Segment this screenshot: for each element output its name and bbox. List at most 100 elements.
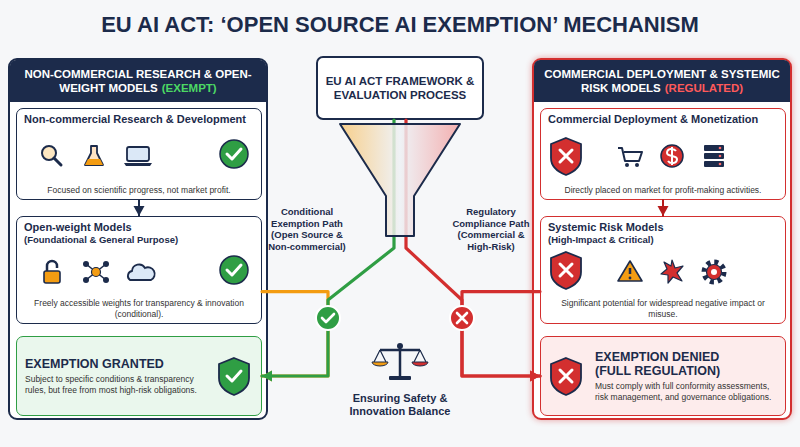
box-subtitle: (High-Impact & Critical)	[548, 234, 778, 246]
check-badge	[220, 140, 248, 168]
diagram-title: EU AI ACT: ‘OPEN SOURCE AI EXEMPTION’ ME…	[0, 12, 800, 38]
outcome-caption: Subject to specific conditions & transpa…	[25, 374, 207, 395]
path-reject-badge	[450, 306, 474, 330]
magnifier-icon	[54, 158, 61, 165]
cart-icon	[618, 148, 642, 161]
box-title: Non-commercial Research & Development	[24, 113, 254, 126]
outcome-caption: Must comply with full conformity assessm…	[595, 381, 777, 402]
network-icon	[83, 261, 109, 283]
connector	[658, 200, 669, 216]
path-check-badge	[316, 306, 340, 330]
arrow-head	[530, 371, 540, 382]
connector-line	[262, 292, 328, 376]
reject-shield	[560, 264, 572, 276]
outcome-box: EXEMPTION GRANTED Subject to specific con…	[16, 336, 262, 416]
arrow-head	[134, 206, 145, 216]
check-shield	[227, 371, 241, 381]
process-title: EU AI ACT FRAMEWORK & EVALUATION PROCESS	[324, 74, 476, 102]
server-icon	[704, 161, 724, 167]
server-icon	[719, 147, 722, 150]
criteria-box: Non-commercial Research & DevelopmentFoc…	[16, 108, 262, 200]
flask-icon	[85, 146, 103, 165]
balance-scale-icon	[389, 376, 411, 380]
dollar-icon	[661, 145, 683, 167]
check-badge	[220, 140, 248, 168]
reject-shield	[551, 358, 581, 395]
panel-header: COMMERCIAL DEPLOYMENT & SYSTEMIC RISK MO…	[534, 60, 790, 102]
box-title: Open-weight Models	[24, 221, 254, 234]
reject-shield	[560, 150, 572, 162]
connector-line	[406, 120, 540, 376]
outcome-box: EXEMPTION DENIED(FULL REGULATION) Must co…	[540, 336, 786, 416]
check-badge	[227, 265, 241, 275]
server-icon	[719, 155, 722, 158]
dollar-icon	[667, 147, 677, 165]
evaluation-funnel	[340, 124, 460, 236]
connector	[262, 120, 394, 382]
connector-line	[462, 292, 540, 376]
path-reject-badge	[457, 313, 467, 323]
lock-icon	[44, 261, 60, 283]
connector	[462, 292, 540, 382]
balance-scale-icon	[397, 343, 403, 349]
network-icon	[86, 264, 106, 280]
gear-icon	[707, 265, 722, 280]
balance-scale-icon	[372, 362, 388, 366]
magnifier-icon	[42, 146, 56, 160]
balance-scale-icon	[372, 343, 428, 380]
criteria-box: Open-weight Models(Foundational & Genera…	[16, 216, 262, 324]
path-label: Conditional Exemption Path (Open Source …	[264, 206, 350, 252]
path-label: Regulatory Compliance Path (Commercial &…	[448, 206, 534, 252]
cart-icon	[635, 163, 639, 167]
outcome-title: EXEMPTION GRANTED	[25, 357, 207, 371]
reject-shield	[551, 138, 581, 175]
path-reject-badge	[450, 306, 474, 330]
flask-icon	[85, 159, 103, 165]
warning-icon	[629, 268, 632, 274]
check-shield	[219, 358, 249, 395]
box-title: Systemic Risk Models	[548, 221, 778, 234]
balance-scale-icon	[374, 350, 426, 362]
balance-note: Ensuring Safety & Innovation Balance	[336, 392, 464, 418]
process-text: EU AI ACT FRAMEWORK & EVALUATION PROCESS	[324, 74, 476, 102]
balance-scale-icon	[380, 349, 420, 352]
criteria-box: Commercial Deployment & MonetizationDire…	[540, 108, 786, 200]
reject-shield	[551, 252, 581, 289]
check-badge	[227, 149, 241, 159]
server-icon	[719, 163, 722, 166]
server-icon	[704, 145, 724, 167]
network-icon	[83, 277, 89, 283]
warning-icon	[618, 261, 642, 281]
arrow-head	[262, 371, 272, 382]
balance-scale-icon	[412, 362, 428, 366]
evaluation-funnel	[340, 124, 460, 236]
lock-icon	[44, 271, 60, 283]
arrow-head	[530, 371, 540, 382]
network-icon	[92, 268, 101, 277]
box-caption: Significant potential for widespread neg…	[548, 298, 778, 319]
category-panel: COMMERCIAL DEPLOYMENT & SYSTEMIC RISK MO…	[532, 58, 792, 420]
gear-icon	[711, 269, 717, 275]
panel-heading: NON-COMMERCIAL RESEARCH & OPEN-WEIGHT MO…	[24, 68, 251, 94]
lock-icon	[47, 261, 57, 271]
outcome-title: EXEMPTION DENIED	[595, 350, 777, 364]
cloud-icon	[128, 265, 155, 280]
connector	[262, 292, 328, 382]
gear-icon	[704, 262, 724, 282]
gear-icon	[704, 262, 724, 282]
dollar-icon	[661, 145, 683, 167]
status-tag: (EXEMPT)	[162, 81, 217, 95]
box-subtitle: (Foundational & General Purpose)	[24, 234, 254, 246]
reject-shield	[551, 138, 581, 175]
outcome-title: (FULL REGULATION)	[595, 364, 777, 378]
network-icon	[103, 261, 109, 267]
reject-shield	[560, 370, 572, 382]
connector	[406, 120, 540, 382]
warning-icon	[618, 261, 642, 281]
path-check-badge	[316, 306, 340, 330]
criteria-box: Systemic Risk Models(High-Impact & Criti…	[540, 216, 786, 324]
arrow-head	[658, 206, 669, 216]
process-box: EU AI ACT FRAMEWORK & EVALUATION PROCESS	[316, 56, 484, 120]
